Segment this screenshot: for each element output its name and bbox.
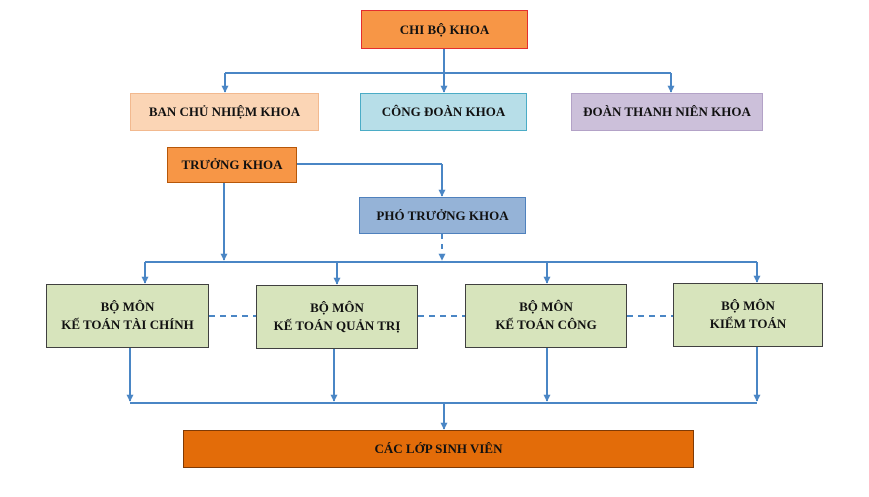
node-truong-khoa: TRƯỞNG KHOA [167, 147, 297, 183]
node-chi-bo-khoa: CHI BỘ KHOA [361, 10, 528, 49]
node-label-line1: BỘ MÔN [310, 300, 364, 316]
node-label-line2: KIỂM TOÁN [709, 316, 787, 331]
node-label-line2: KẾ TOÁN QUẢN TRỊ [273, 318, 401, 333]
node-bo-mon-ke-toan-tai-chinh: BỘ MÔN KẾ TOÁN TÀI CHÍNH [46, 284, 209, 348]
node-bo-mon-kiem-toan: BỘ MÔN KIỂM TOÁN [673, 283, 823, 347]
node-label-line1: BỘ MÔN [721, 298, 775, 314]
node-label: BAN CHỦ NHIỆM KHOA [148, 104, 301, 120]
node-label: CÁC LỚP SINH VIÊN [374, 441, 503, 457]
node-label: CÔNG ĐOÀN KHOA [381, 104, 506, 120]
node-label: PHÓ TRƯỞNG KHOA [376, 207, 509, 223]
node-label-line1: BỘ MÔN [100, 299, 155, 315]
node-label-line2: KẾ TOÁN TÀI CHÍNH [61, 317, 194, 332]
node-ban-chu-nhiem-khoa: BAN CHỦ NHIỆM KHOA [130, 93, 319, 131]
node-label: TRƯỞNG KHOA [181, 157, 283, 173]
node-label: ĐOÀN THANH NIÊN KHOA [583, 104, 751, 120]
node-bo-mon-ke-toan-cong: BỘ MÔN KẾ TOÁN CÔNG [465, 284, 627, 348]
node-label: CHI BỘ KHOA [399, 21, 490, 37]
node-bo-mon-ke-toan-quan-tri: BỘ MÔN KẾ TOÁN QUẢN TRỊ [256, 285, 418, 349]
node-doan-thanh-nien-khoa: ĐOÀN THANH NIÊN KHOA [571, 93, 763, 131]
node-pho-truong-khoa: PHÓ TRƯỞNG KHOA [359, 197, 526, 234]
node-cac-lop-sinh-vien: CÁC LỚP SINH VIÊN [183, 430, 694, 468]
node-label-line1: BỘ MÔN [519, 299, 573, 315]
node-cong-doan-khoa: CÔNG ĐOÀN KHOA [360, 93, 527, 131]
node-label-line2: KẾ TOÁN CÔNG [495, 317, 597, 332]
